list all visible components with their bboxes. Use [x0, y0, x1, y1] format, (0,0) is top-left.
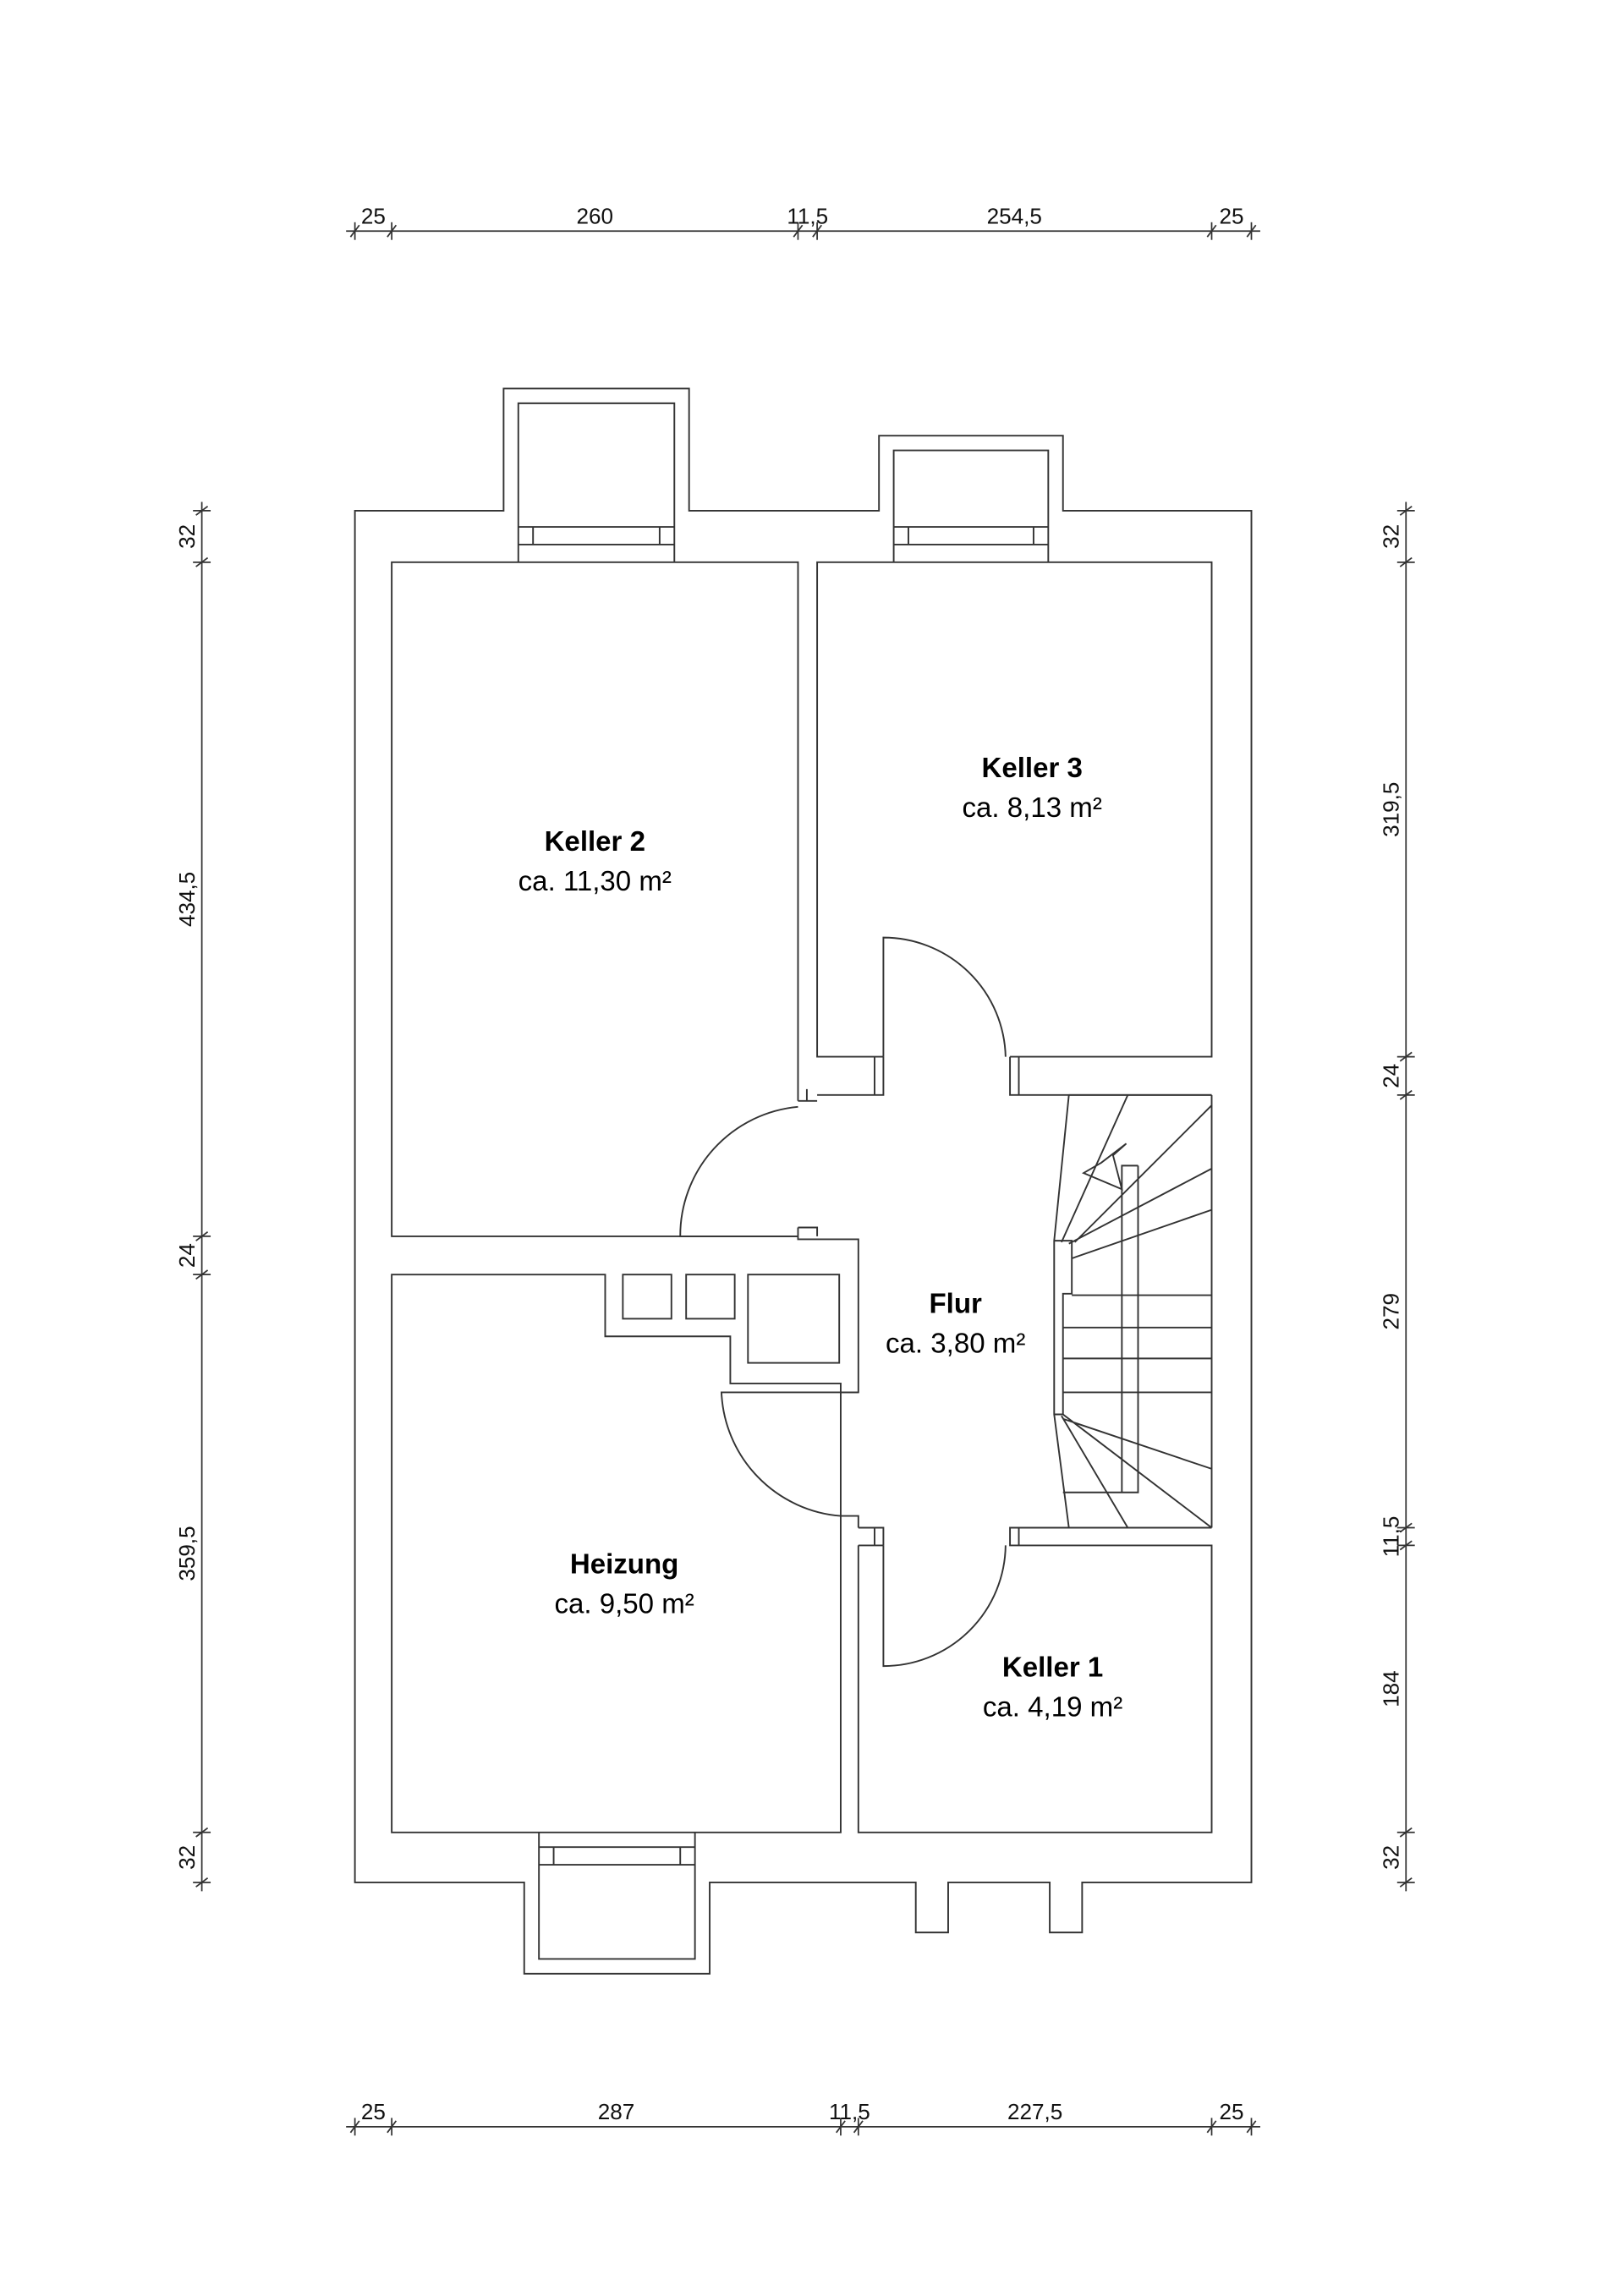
- room-area-keller-1: ca. 4,19 m²: [983, 1691, 1122, 1723]
- dimension-tick: [195, 556, 209, 567]
- dimension-tick: [836, 2120, 846, 2134]
- dimension-label: 319,5: [1379, 782, 1404, 837]
- dimension-tick: [195, 1231, 209, 1241]
- dimension-label: 24: [1379, 1064, 1404, 1088]
- dimension-label: 25: [1219, 2099, 1243, 2124]
- dimension-label: 11,5: [829, 2099, 870, 2124]
- dimension-label: 227,5: [1007, 2099, 1062, 2124]
- dimension-tick: [349, 224, 360, 238]
- dimension-label: 11,5: [787, 204, 828, 229]
- dimension-tick: [853, 2120, 864, 2134]
- dimension-label: 279: [1379, 1293, 1404, 1330]
- dimension-label: 25: [361, 204, 386, 229]
- dimension-tick: [1399, 1540, 1413, 1551]
- door-swing-keller-3: [882, 936, 1007, 1057]
- room-keller-3-wall: [816, 561, 1213, 1096]
- dimension-label: 32: [174, 1845, 200, 1870]
- dimension-tick: [195, 1827, 209, 1838]
- outer-wall: [354, 387, 1253, 1975]
- dimension-tick: [1206, 224, 1217, 238]
- dimension-label: 260: [577, 204, 614, 229]
- dimension-tick: [1246, 2120, 1257, 2134]
- dimension-tick: [195, 1877, 209, 1888]
- dimension-label: 11,5: [1379, 1516, 1404, 1558]
- dimension-label: 32: [1379, 1845, 1404, 1870]
- dimension-lines: 25 260 11,5 254,5 25 25 287 11,5 227,5 25 32 434,5 2…: [174, 204, 1415, 2136]
- dimension-tick: [1399, 1051, 1413, 1062]
- dimension-label: 184: [1379, 1670, 1404, 1707]
- dimension-tick: [1399, 1522, 1413, 1533]
- dimension-tick: [1399, 1877, 1413, 1888]
- dimension-tick: [387, 224, 398, 238]
- room-area-flur: ca. 3,80 m²: [886, 1328, 1025, 1359]
- dimension-tick: [1399, 505, 1413, 516]
- light-well-right: [892, 449, 1050, 562]
- room-area-heizung: ca. 9,50 m²: [554, 1588, 694, 1619]
- dimension-label: 25: [361, 2099, 386, 2124]
- room-name-heizung: Heizung: [570, 1548, 679, 1580]
- staircase: [1053, 1093, 1213, 1529]
- dimension-tick: [812, 224, 823, 238]
- chimney-shaft: [622, 1274, 672, 1320]
- dimension-tick: [195, 505, 209, 516]
- room-name-keller-2: Keller 2: [545, 826, 645, 858]
- dimension-tick: [1206, 2120, 1217, 2134]
- room-name-keller-3: Keller 3: [981, 753, 1082, 784]
- dimension-label: 434,5: [174, 872, 200, 927]
- dimension-tick: [387, 2120, 398, 2134]
- dimension-label: 359,5: [174, 1526, 200, 1581]
- dimension-label: 24: [174, 1243, 200, 1268]
- dimension-label: 25: [1219, 204, 1243, 229]
- dimension-label: 254,5: [987, 204, 1042, 229]
- door-swing-keller-2: [679, 1105, 798, 1237]
- door-swing-keller-1: [882, 1545, 1007, 1668]
- dimension-label: 32: [1379, 524, 1404, 549]
- dimension-tick: [793, 224, 804, 238]
- door-swing-heizung: [720, 1391, 859, 1517]
- dimension-tick: [1246, 224, 1257, 238]
- room-keller-1-wall: [857, 1526, 1213, 1833]
- light-well-left: [517, 402, 676, 562]
- room-keller-2-wall: [391, 561, 819, 1237]
- room-name-keller-1: Keller 1: [1002, 1652, 1103, 1683]
- dimension-label: 32: [174, 524, 200, 549]
- dimension-tick: [195, 1269, 209, 1280]
- chimney-shaft: [685, 1274, 736, 1320]
- chimney-shaft: [747, 1274, 841, 1364]
- dimension-tick: [349, 2120, 360, 2134]
- room-heizung-wall: [391, 1236, 859, 1833]
- light-well-bottom: [538, 1832, 696, 1960]
- dimension-tick: [1399, 1827, 1413, 1838]
- room-area-keller-3: ca. 8,13 m²: [963, 792, 1102, 824]
- room-area-keller-2: ca. 11,30 m²: [518, 866, 672, 897]
- room-name-flur: Flur: [929, 1288, 982, 1319]
- dimension-tick: [1399, 1089, 1413, 1100]
- dimension-tick: [1399, 556, 1413, 567]
- dimension-label: 287: [598, 2099, 635, 2124]
